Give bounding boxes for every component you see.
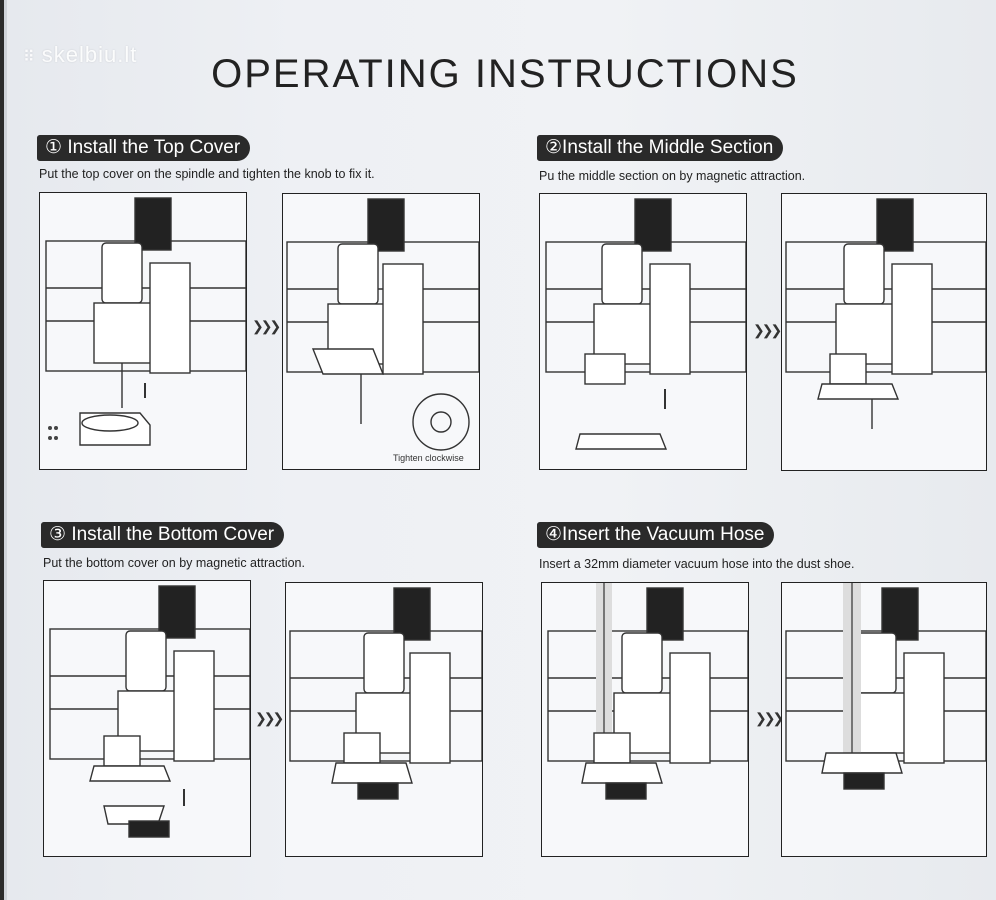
step-2-after-illustration xyxy=(781,193,987,471)
page-title: OPERATING INSTRUCTIONS xyxy=(211,52,799,96)
step-4-heading: ④Insert the Vacuum Hose xyxy=(537,522,775,548)
step-1-after-illustration xyxy=(282,193,480,470)
step-1-before-illustration xyxy=(39,192,247,470)
tighten-caption: Tighten clockwise xyxy=(393,453,464,463)
step-2-description: Pu the middle section on by magnetic att… xyxy=(539,169,806,183)
instruction-card: ⠿skelbiu.lt OPERATING INSTRUCTIONS ① Ins… xyxy=(4,0,996,900)
step-3-arrow-icon: ❯❯❯ xyxy=(255,710,284,726)
watermark-icon: ⠿ xyxy=(23,49,36,66)
step-4-before-illustration xyxy=(541,582,749,857)
step-4-description: Insert a 32mm diameter vacuum hose into … xyxy=(539,557,855,571)
step-3-description: Put the bottom cover on by magnetic attr… xyxy=(43,556,305,570)
step-2-heading: ②Install the Middle Section xyxy=(537,135,784,161)
step-4-arrow-icon: ❯❯❯ xyxy=(755,710,784,726)
step-3-after-illustration xyxy=(285,582,483,857)
step-4-after-illustration xyxy=(781,582,987,857)
watermark: ⠿skelbiu.lt xyxy=(23,42,138,67)
step-1-description: Put the top cover on the spindle and tig… xyxy=(39,167,375,181)
step-2-before-illustration xyxy=(539,193,747,470)
step-3-heading: ③ Install the Bottom Cover xyxy=(41,522,285,548)
step-1-heading: ① Install the Top Cover xyxy=(37,135,251,161)
step-3-before-illustration xyxy=(43,580,251,857)
step-2-arrow-icon: ❯❯❯ xyxy=(753,322,782,338)
step-1-arrow-icon: ❯❯❯ xyxy=(252,318,281,334)
